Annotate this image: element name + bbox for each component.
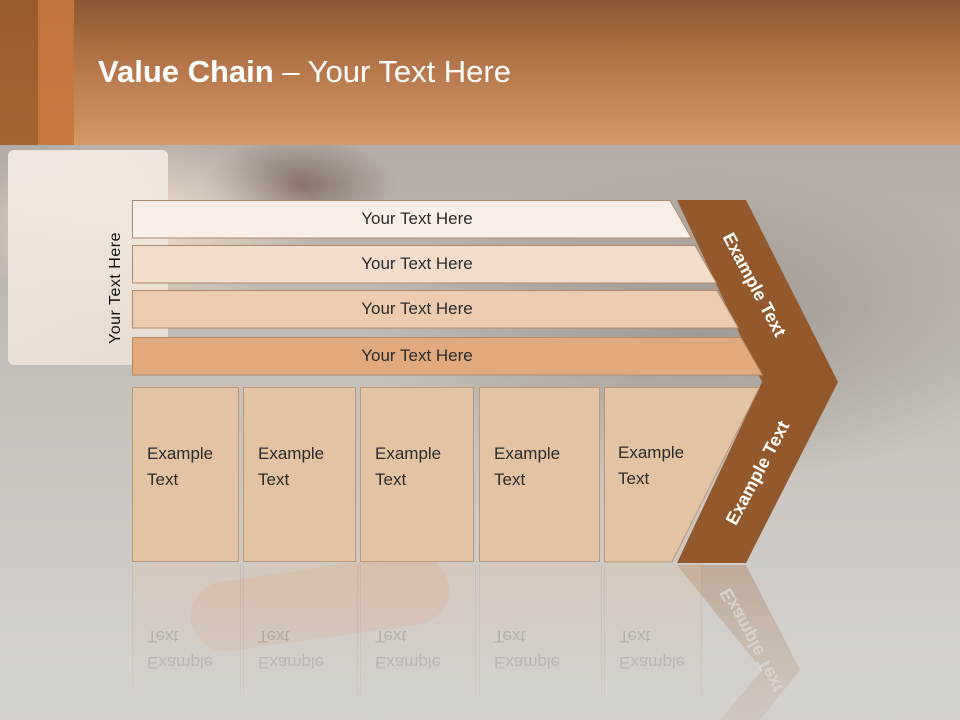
bar-shape (132, 290, 739, 329)
activity-box-1: Example Text (132, 387, 239, 562)
bar-label: Your Text Here (361, 254, 473, 273)
header-band: Value Chain – Your Text Here (0, 0, 960, 145)
page-title: Value Chain – Your Text Here (98, 54, 511, 90)
value-chain-bar-3: Your Text Here (132, 290, 739, 329)
activity-box-reflection: Example Text (360, 565, 476, 695)
bar-label: Your Text Here (361, 209, 473, 228)
header-stripe-accent (38, 0, 74, 145)
activity-box-label: Example Text (147, 444, 214, 489)
title-bold: Value Chain (98, 54, 274, 89)
activity-box-reflection: Example Text (604, 565, 702, 695)
value-chain-bar-4: Your Text Here (132, 337, 763, 376)
activity-box-reflection-label: Example Text (258, 627, 325, 672)
activity-box-reflection: Example Text (243, 565, 358, 695)
activity-box-label: Example Text (375, 444, 442, 489)
activity-box-reflection-label: Example Text (619, 627, 686, 672)
activity-box-reflection: Example Text (132, 565, 241, 695)
activity-box-2: Example Text (243, 387, 356, 562)
bar-label: Your Text Here (361, 299, 473, 318)
bar-label: Your Text Here (361, 346, 473, 365)
activity-box-3: Example Text (360, 387, 474, 562)
value-chain-bar-1: Your Text Here (132, 200, 692, 239)
value-chain-bar-2: Your Text Here (132, 245, 717, 284)
bar-shape (132, 337, 763, 376)
activity-box-5: Example Text (604, 387, 760, 563)
header-stripe (0, 0, 38, 145)
title-rest: – Your Text Here (273, 54, 511, 89)
vertical-side-label: Your Text Here (107, 232, 124, 344)
activity-box-label: Example Text (258, 444, 325, 489)
chevron-arrow-shape (677, 200, 838, 563)
activity-box-reflection-label: Example Text (494, 627, 561, 672)
bar-shape (132, 200, 692, 239)
activity-box-label: Example Text (494, 444, 561, 489)
activity-box-reflection-label: Example Text (147, 627, 214, 672)
bar-shape (132, 245, 717, 284)
activity-box-reflection: Example Text (479, 565, 602, 695)
activity-box-4: Example Text (479, 387, 600, 562)
activity-box-reflection-label: Example Text (375, 627, 442, 672)
activity-box-label: Example Text (618, 443, 685, 488)
